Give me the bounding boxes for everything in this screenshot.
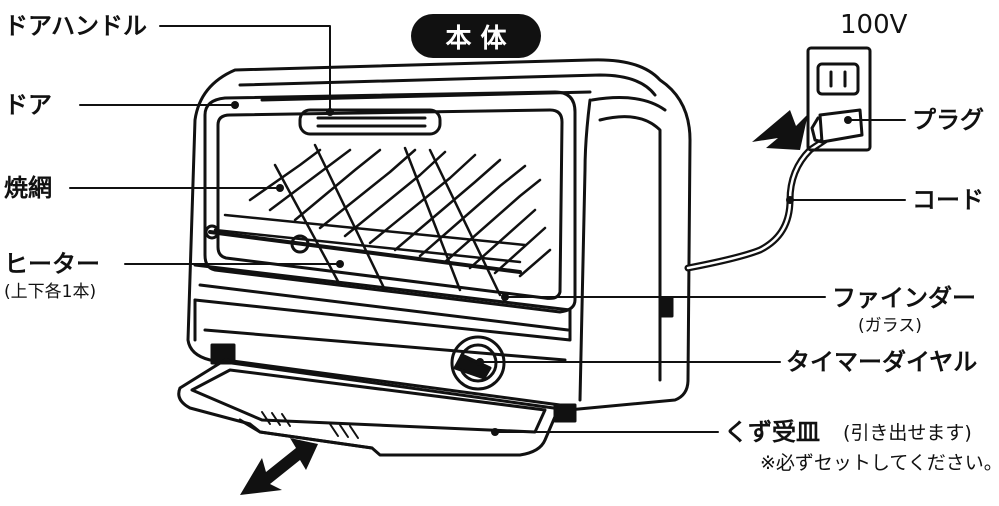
main-unit-title: 本 体 [411,14,541,58]
power-cord [684,136,829,272]
cord-label: コード [912,186,984,214]
finder-note: (ガラス) [858,316,922,336]
heater-note: (上下各1本) [4,282,97,302]
door-label: ドア [4,91,52,119]
wall-outlet [806,46,872,152]
finder-glass [216,108,564,300]
door-handle-label: ドアハンドル [4,12,148,40]
plug [818,108,864,144]
crumb-tray-note: (引き出せます) [843,422,972,444]
plug-in-arrow [752,110,808,150]
crumb-tray-warning: ※必ずセットしてください。 [760,452,999,474]
crumb-tray-label: くず受皿 [724,418,820,446]
finder-label: ファインダー [832,284,976,312]
oven-body [186,58,692,412]
tray-slide-arrow [240,438,318,495]
door-handle [298,108,442,136]
rack [213,148,552,278]
crumb-tray [177,358,562,457]
voltage-label: 100V [840,10,908,40]
timer-dial-label: タイマーダイヤル [786,348,978,376]
rack-label: 焼網 [4,174,52,202]
plug-label: プラグ [912,106,984,134]
heater-label: ヒーター [4,250,100,278]
